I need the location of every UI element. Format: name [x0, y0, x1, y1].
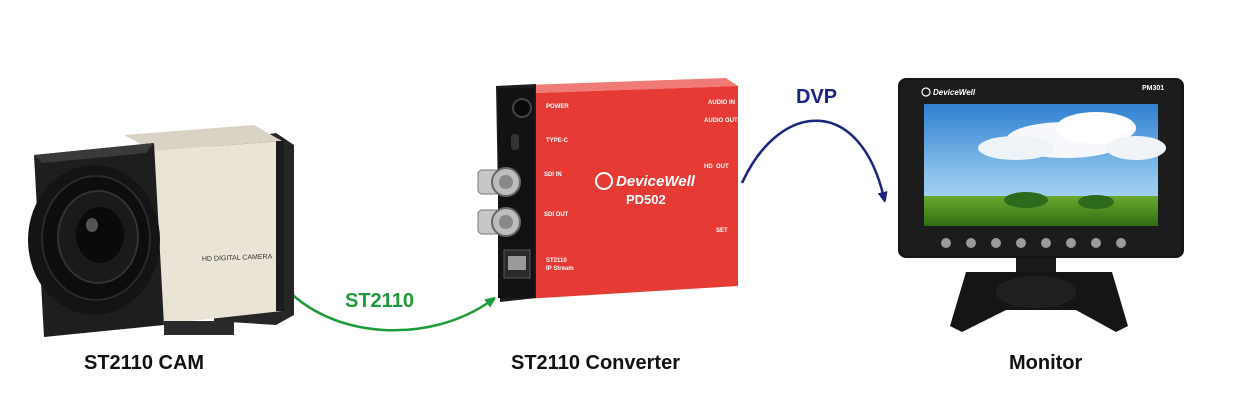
hd-label: HD: [704, 164, 713, 170]
dvp-link-label: DVP: [796, 86, 838, 108]
st2110-link-label: ST2110: [345, 290, 414, 312]
dvp-arrow: [740, 119, 884, 198]
power-label: POWER: [546, 104, 569, 110]
set-label: SET: [716, 228, 728, 234]
audio-out-label: AUDIO OUT: [704, 118, 738, 124]
st2110-port-label: ST2110: [546, 258, 567, 264]
sdi-out-connector: [477, 207, 521, 237]
devicewell-logo-icon: [595, 172, 613, 190]
sdi-in-label: SDI IN: [544, 172, 562, 178]
converter-body: [508, 86, 738, 300]
converter-image: POWER TYPE-C SDI IN SDI OUT ST2110 IP St…: [477, 78, 738, 302]
ip-stream-label: IP Stream: [546, 266, 574, 272]
sdi-out-label: SDI OUT: [544, 212, 569, 218]
monitor-brand: DeviceWell: [933, 88, 976, 97]
monitor-screen: [924, 104, 1166, 226]
monitor-logo-icon: [921, 87, 931, 97]
converter-caption: ST2110 Converter: [511, 352, 680, 374]
monitor-buttons: [941, 238, 1126, 248]
out-label: OUT: [716, 164, 729, 170]
monitor-image: DeviceWell PM301: [898, 78, 1184, 332]
converter-brand: DeviceWell: [616, 173, 696, 190]
camera-caption: ST2110 CAM: [84, 352, 205, 374]
camera-image: HD DIGITAL CAMERA: [28, 125, 294, 337]
st2110-arrow: [281, 283, 492, 332]
camera-body-text: HD DIGITAL CAMERA: [202, 254, 273, 263]
converter-model: PD502: [626, 192, 666, 207]
sdi-in-connector: [477, 167, 521, 197]
monitor-caption: Monitor: [1009, 352, 1083, 374]
audio-in-label: AUDIO IN: [708, 100, 735, 106]
type-c-label: TYPE-C: [546, 138, 569, 144]
monitor-model: PM301: [1142, 85, 1164, 92]
